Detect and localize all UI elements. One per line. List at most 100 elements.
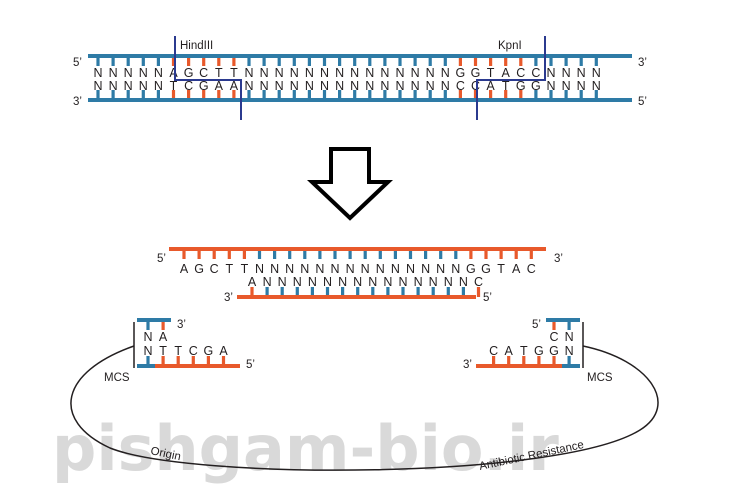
top-strand-base: T — [230, 66, 238, 80]
bottom-strand-base: N — [260, 79, 269, 93]
hindiii-label: HindIII — [180, 40, 213, 52]
top-strand-base: N — [109, 66, 118, 80]
plasmid-right-bottom-base: N — [565, 344, 574, 358]
bottom-strand-base: N — [411, 79, 420, 93]
insert-top-base: N — [300, 262, 309, 276]
top-strand-base: A — [502, 66, 511, 80]
bottom-strand-base: N — [305, 79, 314, 93]
top-strand-base: N — [426, 66, 435, 80]
insert-top-base: N — [315, 262, 324, 276]
insert-top-5prime: 5’ — [157, 253, 166, 265]
plasmid-left-bottom-base: N — [143, 344, 152, 358]
insert-top-base: G — [466, 262, 476, 276]
insert-top-base: N — [421, 262, 430, 276]
insert-top-base: N — [391, 262, 400, 276]
hindiii-cut-line — [174, 36, 242, 120]
insert-bottom-base: C — [474, 275, 483, 289]
plasmid-left-bottom-base: G — [204, 344, 214, 358]
top-strand-base: N — [577, 66, 586, 80]
insert-top-base: A — [512, 262, 521, 276]
plasmid-right-3prime: 3’ — [463, 359, 472, 371]
bottom-strand-base: T — [170, 79, 178, 93]
mcs-left-label: MCS — [104, 372, 130, 384]
top-strand-base: N — [290, 66, 299, 80]
bottom-strand-base: A — [230, 79, 239, 93]
top-strand-base: N — [395, 66, 404, 80]
top-strand-base: A — [169, 66, 178, 80]
bottom-strand-base: C — [471, 79, 480, 93]
plasmid-left-bottom-base: T — [159, 344, 167, 358]
insert-bottom-3prime: 3’ — [224, 292, 233, 304]
bottom-strand-base: N — [139, 79, 148, 93]
bottom-strand-base: N — [320, 79, 329, 93]
top-strand-base: N — [592, 66, 601, 80]
bottom-strand-base: N — [426, 79, 435, 93]
top-strand-base: N — [335, 66, 344, 80]
top-strand-base: G — [184, 66, 194, 80]
top-dna-bases: NNNNNNNNNNATGCCGTATANNNNNNNNNNNNNNNNNNNN… — [93, 66, 600, 93]
insert-bottom-base: N — [383, 275, 392, 289]
kpni-label: KpnI — [498, 40, 522, 52]
top-dna-duplex: NNNNNNNNNNATGCCGTATANNNNNNNNNNNNNNNNNNNN… — [73, 36, 647, 120]
insert-top-base: N — [436, 262, 445, 276]
top-strand-base: N — [350, 66, 359, 80]
top-strand-base: G — [471, 66, 481, 80]
plasmid-right-top-base: C — [549, 330, 558, 344]
insert-top-base: N — [255, 262, 264, 276]
top-strand-base: N — [441, 66, 450, 80]
plasmid-right-top-base: N — [565, 330, 574, 344]
bottom-strand-base: N — [592, 79, 601, 93]
top-left-5prime: 5’ — [73, 57, 82, 69]
bottom-strand-base: N — [546, 79, 555, 93]
top-strand-base: T — [487, 66, 495, 80]
insert-bottom-base: N — [278, 275, 287, 289]
bottom-strand-base: N — [124, 79, 133, 93]
insert-top-base: N — [406, 262, 415, 276]
plasmid-right-bottom-base: A — [505, 344, 514, 358]
bottom-strand-base: N — [93, 79, 102, 93]
top-strand-base: N — [411, 66, 420, 80]
top-strand-base: N — [139, 66, 148, 80]
bottom-strand-base: N — [109, 79, 118, 93]
bottom-strand-base: N — [350, 79, 359, 93]
insert-top-base: T — [241, 262, 249, 276]
insert-top-base: N — [361, 262, 370, 276]
plasmid-ticks — [146, 320, 571, 366]
bottom-strand-base: N — [275, 79, 284, 93]
bottom-strand-base: A — [486, 79, 495, 93]
insert-top-base: G — [481, 262, 491, 276]
bottom-strand-base: N — [290, 79, 299, 93]
bottom-strand-base: N — [395, 79, 404, 93]
insert-bottom-base: N — [338, 275, 347, 289]
bottom-strand-base: C — [456, 79, 465, 93]
top-strand-base: C — [199, 66, 208, 80]
top-strand-base: N — [562, 66, 571, 80]
bottom-strand-base: T — [502, 79, 510, 93]
top-strand-base: N — [546, 66, 555, 80]
bottom-strand-base: N — [577, 79, 586, 93]
insert-bottom-base: N — [308, 275, 317, 289]
insert-top-base: C — [527, 262, 536, 276]
watermark: pishgam-bio.ir — [52, 412, 559, 484]
insert-top-base: A — [180, 262, 189, 276]
insert-bottom-base: N — [444, 275, 453, 289]
insert-top-base: T — [497, 262, 505, 276]
top-strand-base: N — [320, 66, 329, 80]
plasmid-right-bottom-base: G — [549, 344, 559, 358]
insert-top-base: N — [285, 262, 294, 276]
plasmid-left-5prime: 5’ — [246, 359, 255, 371]
plasmid-right-bottom-base: C — [489, 344, 498, 358]
insert-bottom-base: N — [414, 275, 423, 289]
plasmid-left-3prime: 3’ — [177, 319, 186, 331]
top-strand-base: N — [380, 66, 389, 80]
insert-bottom-base: N — [323, 275, 332, 289]
bottom-strand-base: N — [335, 79, 344, 93]
top-strand-base: N — [244, 66, 253, 80]
top-right-5prime: 5’ — [638, 96, 647, 108]
insert-top-base: N — [270, 262, 279, 276]
bottom-strand-base: G — [516, 79, 526, 93]
insert-top-base: G — [194, 262, 204, 276]
